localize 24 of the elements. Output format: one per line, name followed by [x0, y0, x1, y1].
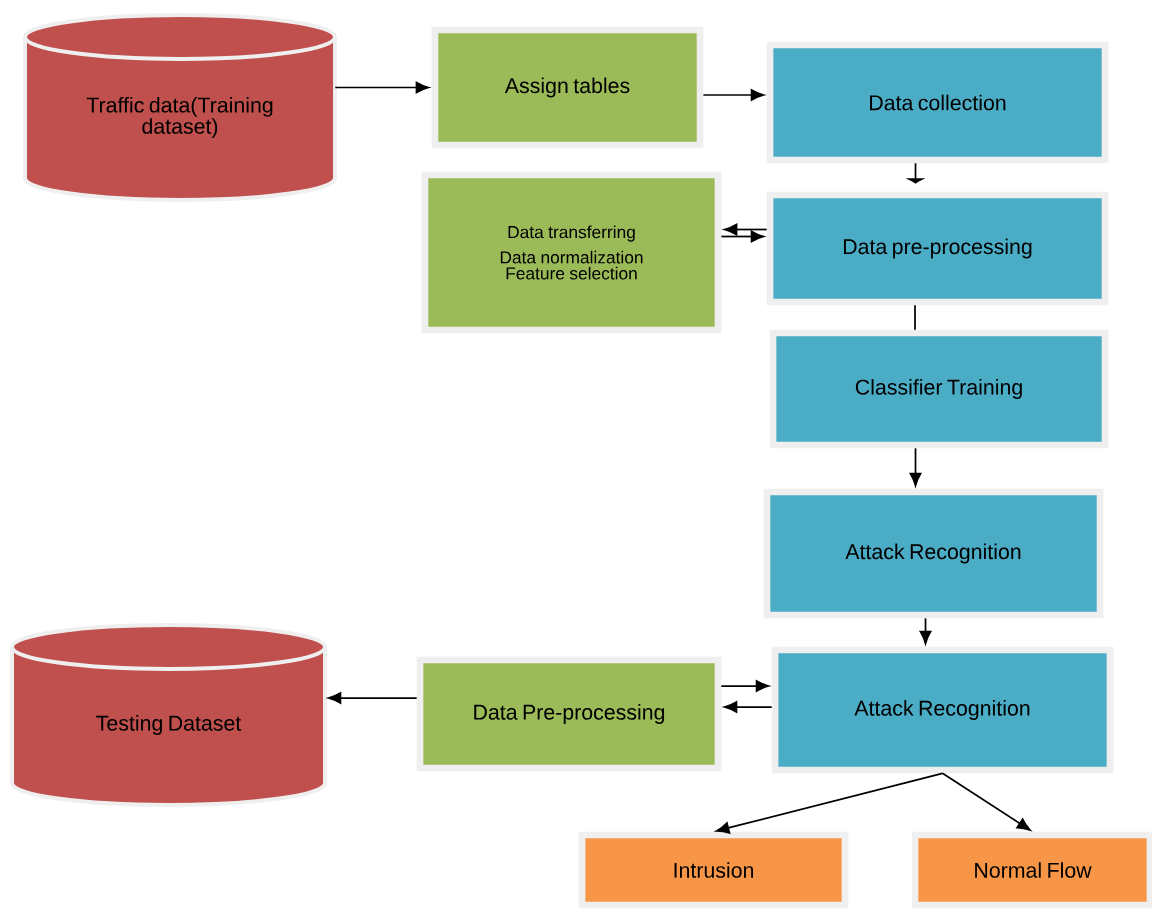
arrow	[723, 701, 773, 713]
process-box: Data Pre-processing	[416, 656, 722, 772]
database-cylinder: Testing Dataset	[10, 623, 327, 807]
arrow	[941, 772, 1031, 831]
result-box: Normal Flow	[911, 831, 1152, 909]
process-box: Assign tables	[431, 26, 704, 149]
arrow	[909, 447, 922, 487]
arrow	[919, 617, 932, 645]
process-box: Data transferring Data normalization Feature selection	[421, 171, 722, 334]
arrow	[720, 230, 765, 243]
process-box: Data pre-processing	[766, 191, 1109, 306]
arrow	[334, 81, 430, 94]
arrow	[702, 89, 765, 101]
arrow	[715, 772, 944, 834]
arrow	[720, 680, 770, 692]
process-box: Classifier Training	[769, 329, 1109, 449]
arrow	[907, 162, 924, 184]
process-box: Attack Recognition	[771, 646, 1114, 774]
process-box: Attack Recognition	[763, 488, 1104, 619]
database-cylinder: Traffic data(Training dataset)	[23, 13, 337, 202]
result-box: Intrusion	[578, 831, 849, 909]
process-box: Data collection	[766, 41, 1109, 164]
arrow	[723, 223, 768, 236]
arrow	[327, 692, 418, 704]
